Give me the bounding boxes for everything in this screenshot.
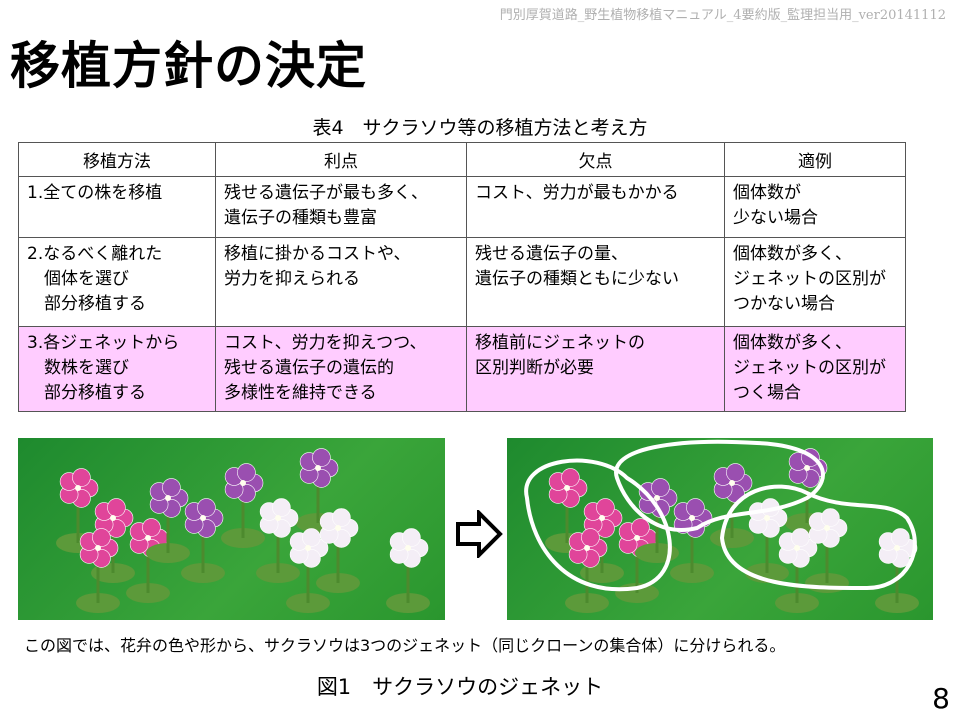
cell: 移植前にジェネットの 区別判断が必要 (466, 326, 725, 412)
cell: 残せる遺伝子が最も多く、 遺伝子の種類も豊富 (215, 176, 467, 238)
cell: 個体数が多く、 ジェネットの区別が つく場合 (724, 326, 906, 412)
flower-petal (197, 498, 216, 517)
flower-petal (561, 468, 580, 487)
flower-petal (596, 498, 615, 517)
flower-petal (402, 528, 421, 547)
flower-petal (631, 518, 650, 537)
cell: 3.各ジェネットから 数株を選び 部分移植する (18, 326, 216, 412)
cell: 残せる遺伝子の量、 遺伝子の種類ともに少ない (466, 237, 725, 327)
table-row-highlighted: 3.各ジェネットから 数株を選び 部分移植するコスト、労力を抑えつつ、 残せる遺… (18, 326, 906, 412)
flower-petal (237, 463, 256, 482)
header-cell: 利点 (215, 142, 467, 177)
primrose-illustration-genets (507, 438, 933, 620)
header-cell: 欠点 (466, 142, 725, 177)
flower-petal (651, 478, 670, 497)
cell: 1.全ての株を移植 (18, 176, 216, 238)
table-row: 2.なるべく離れた 個体を選び 部分移植する移植に掛かるコストや、 労力を抑えら… (18, 237, 906, 327)
genet-outline-white (719, 484, 917, 591)
right-arrow-icon (455, 508, 503, 562)
primrose-illustration-before (18, 438, 445, 620)
table-caption: 表4 サクラソウ等の移植方法と考え方 (312, 117, 648, 139)
flower-petal (162, 478, 181, 497)
flower-petal (726, 463, 745, 482)
document-header: 門別厚賀道路_野生植物移植マニュアル_4要約版_監理担当用_ver2014111… (499, 8, 946, 23)
header-cell: 移植方法 (18, 142, 216, 177)
cell: 個体数が多く、 ジェネットの区別が つかない場合 (724, 237, 906, 327)
flower-petal (302, 528, 321, 547)
flower-petal (686, 498, 705, 517)
cell: 個体数が 少ない場合 (724, 176, 906, 238)
table-header-row: 移植方法 利点 欠点 適例 (18, 142, 906, 177)
flower-petal (332, 508, 351, 527)
cell: コスト、労力が最もかかる (466, 176, 725, 238)
flower-petal (791, 528, 810, 547)
cell: 移植に掛かるコストや、 労力を抑えられる (215, 237, 467, 327)
flower-petal (312, 448, 331, 467)
page-number: 8 (932, 682, 950, 715)
flower-petal (72, 468, 91, 487)
figure-label: 図1 サクラソウのジェネット (316, 675, 604, 699)
transplant-methods-table: 移植方法 利点 欠点 適例 1.全ての株を移植残せる遺伝子が最も多く、 遺伝子の… (18, 142, 906, 412)
page-title: 移植方針の決定 (10, 37, 367, 95)
header-cell: 適例 (724, 142, 906, 177)
table-row: 1.全ての株を移植残せる遺伝子が最も多く、 遺伝子の種類も豊富コスト、労力が最も… (18, 176, 906, 238)
flower-petal (272, 498, 291, 517)
flower-petal (581, 528, 600, 547)
genet-outline-pink (524, 458, 672, 592)
flower-petal (142, 518, 161, 537)
figure-caption: この図では、花弁の色や形から、サクラソウは3つのジェネット（同じクローンの集合体… (24, 636, 786, 655)
flower-petal (891, 528, 910, 547)
flower-petal (92, 528, 111, 547)
cell: コスト、労力を抑えつつ、 残せる遺伝子の遺伝的 多様性を維持できる (215, 326, 467, 412)
flower-petal (107, 498, 126, 517)
cell: 2.なるべく離れた 個体を選び 部分移植する (18, 237, 216, 327)
flower-petal (821, 508, 840, 527)
